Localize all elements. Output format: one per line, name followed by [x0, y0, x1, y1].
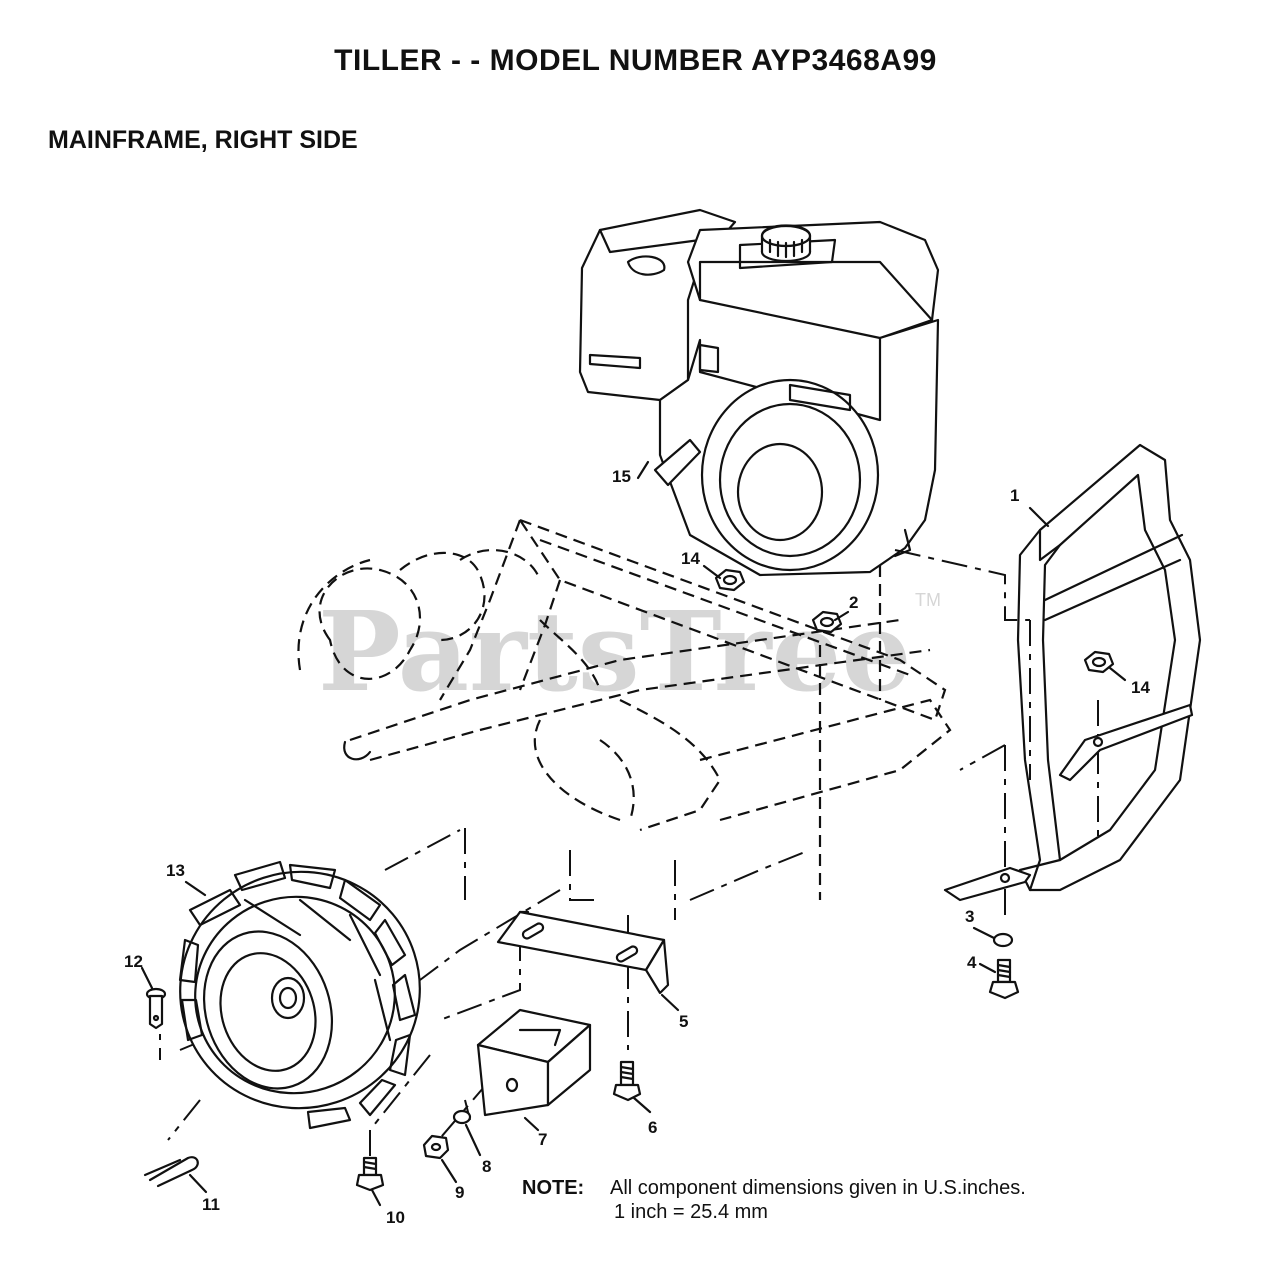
bumper-bracket-lower [943, 866, 1032, 902]
callout-9: 9 [455, 1183, 464, 1202]
wheel-hub [270, 976, 306, 1020]
flange-nut-2 [811, 610, 843, 634]
bolt-4 [988, 958, 1020, 1000]
bolt-6 [612, 1060, 642, 1102]
callout-5: 5 [679, 1012, 688, 1031]
note-line1: All component dimensions given in U.S.in… [610, 1177, 1026, 1199]
diagram-title: TILLER - - MODEL NUMBER AYP3468A99 [334, 44, 937, 77]
watermark-trademark: TM [915, 590, 941, 610]
note-line2: 1 inch = 25.4 mm [614, 1201, 768, 1223]
bumper-bracket-upper [1058, 703, 1194, 782]
callout-12: 12 [124, 952, 143, 971]
callout-6: 6 [648, 1118, 657, 1137]
bolt-10 [355, 1156, 385, 1192]
callout-1: 1 [1010, 486, 1019, 505]
leader-lines [140, 460, 1127, 1207]
mainframe-phantom [297, 517, 952, 900]
assembly-lines [159, 549, 1099, 1160]
flange-nut-14-right [1083, 650, 1115, 674]
callout-11: 11 [202, 1195, 220, 1214]
callout-2: 2 [849, 593, 858, 612]
dimension-note: NOTE: All component dimensions given in U… [522, 1177, 1026, 1223]
bracket-5 [496, 910, 670, 995]
engine [578, 208, 940, 577]
callout-15: 15 [612, 467, 631, 486]
section-heading: MAINFRAME, RIGHT SIDE [48, 126, 358, 154]
front-bumper [943, 443, 1202, 902]
callout-13: 13 [166, 861, 185, 880]
note-label: NOTE: [522, 1177, 585, 1199]
hairpin-clip-11 [143, 1156, 199, 1188]
clevis-pin-12 [145, 987, 167, 1030]
engine-shroud [686, 220, 940, 340]
lock-washer-8 [452, 1109, 472, 1125]
washer-3 [992, 932, 1014, 948]
weight-7 [476, 1008, 592, 1117]
nut-9 [422, 1134, 450, 1160]
flange-nut-14-left [714, 568, 746, 592]
callout-4: 4 [967, 953, 977, 972]
tire-wheel-13 [178, 860, 421, 1130]
starter-handle [653, 438, 702, 487]
fuel-cap [626, 255, 666, 276]
callout-7: 7 [538, 1130, 547, 1149]
callout-14-left: 14 [681, 549, 700, 568]
callout-8: 8 [482, 1157, 491, 1176]
callout-3: 3 [965, 907, 974, 926]
callout-14-right: 14 [1131, 678, 1150, 697]
callout-10: 10 [386, 1208, 405, 1227]
watermark-text: PartsTree [318, 587, 912, 716]
